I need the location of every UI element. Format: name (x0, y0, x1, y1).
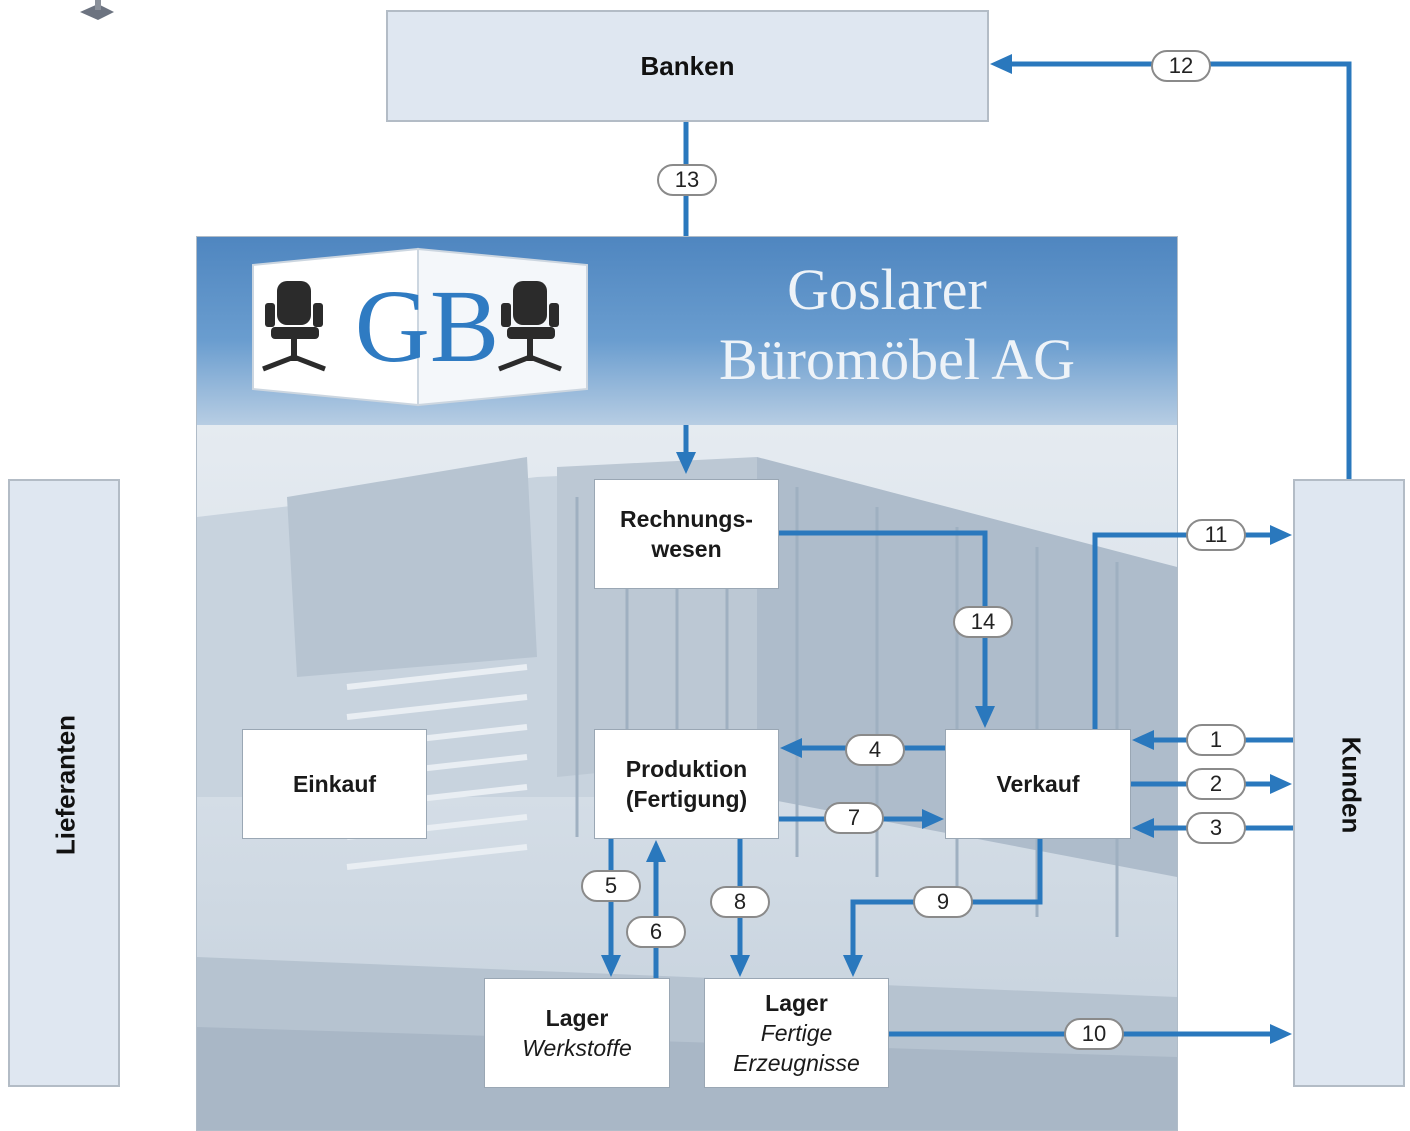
chair-icon (262, 281, 326, 372)
storage-materials-box: Lager Werkstoffe (484, 978, 670, 1088)
flow-badge-9: 9 (913, 886, 973, 918)
flow-badge-3: 3 (1186, 812, 1246, 844)
sales-label: Verkauf (996, 771, 1080, 797)
flow-arrow-14 (779, 530, 988, 708)
production-box: Produktion (Fertigung) (594, 729, 779, 839)
production-label-line1: Produktion (625, 756, 748, 782)
storage-products-sub1: Fertige (760, 1020, 833, 1046)
flow-arrow-11 (1092, 532, 1272, 729)
flow-badge-11: 11 (1186, 519, 1246, 551)
accounting-label-line2: wesen (651, 536, 722, 562)
storage-products-sub2: Erzeugnisse (733, 1050, 860, 1076)
flow-badge-13: 13 (657, 164, 717, 196)
customers-box: Kunden (1293, 479, 1405, 1087)
purchasing-label: Einkauf (292, 771, 377, 797)
accounting-box: Rechnungs- wesen (594, 479, 779, 589)
sales-box: Verkauf (945, 729, 1131, 839)
purchasing-box: Einkauf (242, 729, 427, 839)
banks-box: Banken (386, 10, 989, 122)
flow-badge-8: 8 (710, 886, 770, 918)
company-name-line1: Goslarer (787, 257, 987, 322)
company-banner: GB Goslarer Büromöbel AG (197, 237, 1177, 425)
flow-badge-10: 10 (1064, 1018, 1124, 1050)
storage-materials-sub: Werkstoffe (522, 1035, 632, 1061)
flow-badge-14: 14 (953, 606, 1013, 638)
storage-materials-title: Lager (545, 1005, 609, 1031)
flow-badge-5: 5 (581, 870, 641, 902)
storage-products-box: Lager Fertige Erzeugnisse (704, 978, 889, 1088)
banks-label: Banken (640, 50, 735, 81)
storage-products-title: Lager (765, 990, 828, 1016)
production-label-line2: (Fertigung) (625, 786, 748, 812)
company-logo (252, 247, 588, 407)
flow-badge-12: 12 (1151, 50, 1211, 82)
flow-badge-2: 2 (1186, 768, 1246, 800)
accounting-label-line1: Rechnungs- (620, 506, 753, 532)
flow-arrow-12 (1010, 61, 1352, 479)
flow-badge-6: 6 (626, 916, 686, 948)
logo-letters: GB (354, 269, 500, 384)
flow-badge-1: 1 (1186, 724, 1246, 756)
chair-icon (498, 281, 562, 372)
logo-icon (80, 0, 114, 20)
company-name-line2: Büromöbel AG (718, 327, 1076, 392)
flow-badge-7: 7 (824, 802, 884, 834)
flow-badge-4: 4 (845, 734, 905, 766)
suppliers-box: Lieferanten (8, 479, 120, 1087)
